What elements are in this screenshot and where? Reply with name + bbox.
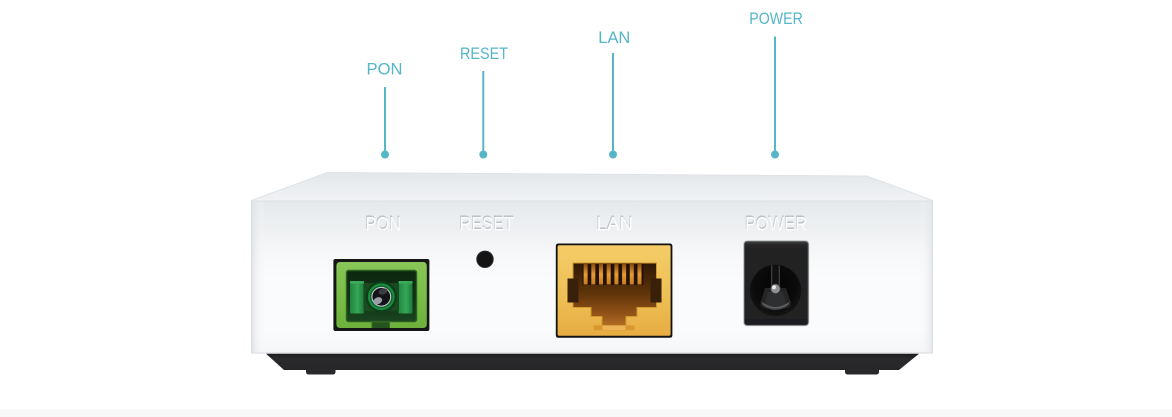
svg-text:LAN: LAN xyxy=(597,214,634,236)
svg-text:RESET: RESET xyxy=(460,45,508,63)
svg-text:POWER: POWER xyxy=(745,214,807,236)
svg-text:POWER: POWER xyxy=(745,212,807,234)
svg-text:PON: PON xyxy=(367,61,403,79)
svg-text:LAN: LAN xyxy=(596,212,633,234)
svg-text:LAN: LAN xyxy=(598,29,630,47)
svg-text:POWER: POWER xyxy=(749,10,803,28)
svg-text:PON: PON xyxy=(366,214,402,236)
svg-text:PON: PON xyxy=(365,212,401,234)
svg-text:RESET: RESET xyxy=(460,214,515,236)
svg-text:RESET: RESET xyxy=(459,212,514,234)
